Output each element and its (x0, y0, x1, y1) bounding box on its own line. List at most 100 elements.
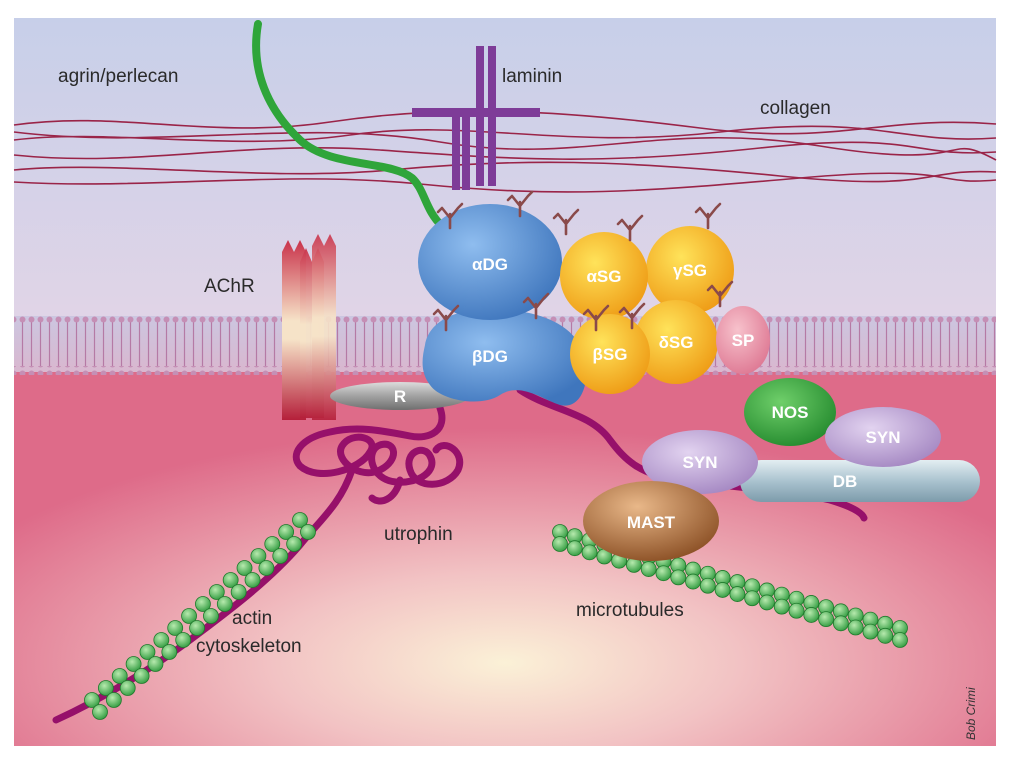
actin-bead (258, 560, 275, 576)
microtubule-bead (655, 565, 672, 582)
actin-bead (111, 668, 128, 684)
sp-protein: SP (716, 306, 770, 374)
laminin-label: laminin (502, 66, 562, 87)
actin-bead (181, 608, 197, 624)
agrin-perlecan-strand (252, 20, 446, 230)
db-protein: DB (740, 460, 980, 502)
actin-label-line1: actin (232, 608, 272, 629)
r-protein-label: R (394, 387, 406, 406)
beta-dg: βDG (422, 308, 587, 406)
delta-sg: δSG (634, 300, 718, 384)
microtubule-bead (699, 577, 716, 594)
agrin-perlecan-label: agrin/perlecan (58, 66, 178, 87)
microtubules-label: microtubules (576, 600, 684, 621)
actin-bead (300, 524, 316, 540)
mast-label: MAST (627, 513, 676, 532)
glycan-branch (582, 304, 610, 332)
glycan-branch (436, 202, 464, 230)
microtubule-bead (803, 607, 820, 623)
achr-label: AChR (204, 276, 255, 297)
actin-bead (292, 512, 308, 528)
microtubule-bead (759, 594, 775, 611)
alpha-sg: αSG (560, 232, 648, 320)
actin-bead (278, 524, 295, 540)
microtubule-bead (552, 536, 568, 552)
nos-label: NOS (772, 403, 809, 422)
utrophin-label: utrophin (384, 524, 453, 545)
actin-bead (250, 548, 267, 564)
db-label: DB (833, 472, 858, 491)
syn-lower-protein: SYN (642, 430, 758, 494)
actin-bead (105, 692, 122, 708)
actin-bead (189, 620, 205, 636)
laminin (412, 46, 540, 190)
microtubule-bead (818, 611, 834, 628)
nos-protein: NOS (744, 378, 836, 446)
microtubule-bead (877, 627, 894, 644)
glycan-branch (694, 202, 722, 230)
actin-bead (119, 680, 136, 696)
alpha-sg-label: αSG (586, 267, 621, 286)
microtubule-bead (685, 573, 701, 590)
actin-bead (147, 656, 164, 672)
gamma-sg-label: γSG (673, 261, 707, 280)
actin-bead (203, 608, 219, 624)
glycan-branch (552, 208, 580, 236)
microtubule-bead (862, 623, 879, 640)
actin-cytoskeleton (84, 512, 316, 720)
actin-bead (92, 704, 108, 720)
glycan-branch (616, 214, 644, 242)
glycan-branch (432, 304, 460, 332)
glycan-chains (432, 190, 734, 332)
microtubule-bead (566, 540, 583, 557)
delta-sg-label: δSG (659, 333, 694, 352)
actin-bead (286, 536, 303, 552)
syn-lower-label: SYN (683, 453, 718, 472)
microtubule-bead (670, 569, 687, 586)
collagen-label: collagen (760, 98, 831, 119)
glycan-branch (506, 190, 534, 218)
alpha-dg-label: αDG (472, 255, 508, 274)
glycan-branch (618, 302, 646, 330)
actin-bead (208, 584, 225, 600)
alpha-dg: αDG (418, 204, 562, 320)
actin-bead (133, 668, 150, 684)
syn-upper-protein: SYN (825, 407, 941, 467)
glycan-branch (706, 280, 734, 308)
actin-bead (216, 596, 233, 612)
achr-receptor (282, 234, 336, 420)
microtubule-bead (832, 615, 849, 632)
microtubule-bead (773, 598, 790, 615)
beta-dg-label: βDG (472, 347, 508, 366)
microtubule-bead (729, 586, 746, 602)
microtubule-bead (714, 582, 731, 598)
beta-sg: βSG (570, 314, 650, 394)
actin-bead (161, 644, 178, 660)
actin-bead (195, 596, 211, 612)
actin-bead (244, 572, 261, 588)
actin-bead (139, 644, 156, 660)
actin-bead (84, 692, 100, 708)
sp-label: SP (732, 331, 755, 350)
microtubule-bead (744, 590, 761, 607)
actin-bead (97, 680, 114, 696)
actin-bead (264, 536, 281, 552)
glycan-branch (522, 292, 550, 320)
microtubule-bead (847, 619, 864, 636)
actin-label-line2: cytoskeleton (196, 636, 302, 657)
syn-upper-label: SYN (866, 428, 901, 447)
actin-bead (272, 548, 289, 564)
microtubule-bead (640, 561, 657, 577)
actin-bead (167, 620, 184, 636)
microtubule-bead (892, 632, 908, 648)
artist-credit: Bob Crimi (964, 687, 978, 740)
actin-bead (175, 632, 192, 648)
microtubule-bead (581, 544, 598, 561)
actin-bead (230, 584, 247, 600)
actin-bead (236, 560, 253, 576)
mast-protein: MAST (583, 481, 719, 561)
microtubule-bead (788, 602, 805, 619)
actin-bead (153, 632, 170, 648)
